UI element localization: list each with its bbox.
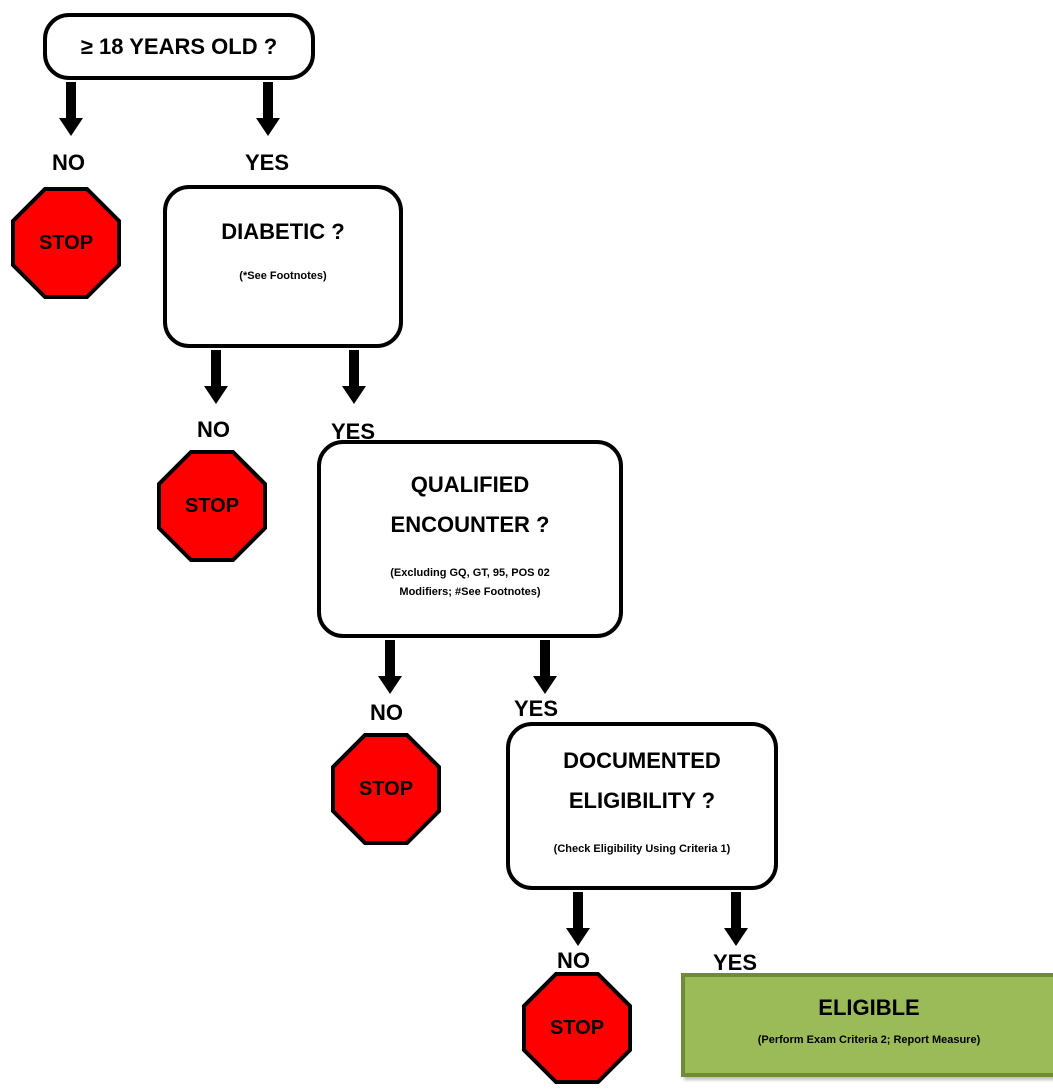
eligibility-no-label: NO	[557, 948, 590, 973]
eligibility-yes-arrow	[724, 892, 748, 948]
encounter-no-label: NO	[370, 700, 403, 725]
age-yes-arrow	[256, 82, 280, 138]
stop-sign-1: STOP	[11, 187, 121, 299]
eligible-result-box: ELIGIBLE (Perform Exam Criteria 2; Repor…	[681, 973, 1053, 1077]
eligibility-no-arrow	[566, 892, 590, 948]
eligibility-yes-label: YES	[713, 950, 758, 975]
age-yes-label: YES	[245, 150, 290, 175]
eligible-title: ELIGIBLE	[818, 995, 920, 1020]
eligible-note: (Perform Exam Criteria 2; Report Measure…	[757, 1034, 981, 1046]
age-no-arrow	[59, 82, 83, 138]
diabetic-yes-label: YES	[331, 419, 376, 444]
diabetic-question-title: DIABETIC ?	[221, 219, 345, 244]
age-question-box: ≥ 18 YEARS OLD ?	[43, 13, 315, 80]
encounter-question-box: QUALIFIED ENCOUNTER ? (Excluding GQ, GT,…	[317, 440, 623, 638]
stop-label: STOP	[358, 777, 414, 800]
encounter-title-line-1: QUALIFIED	[410, 472, 530, 497]
stop-sign-2: STOP	[157, 450, 267, 562]
age-question-title: ≥ 18 YEARS OLD ?	[80, 33, 278, 59]
encounter-note-line-2: Modifiers; #See Footnotes)	[399, 586, 541, 598]
diabetic-footnote-note: (*See Footnotes)	[239, 270, 327, 282]
eligibility-title-line-2: ELIGIBILITY ?	[568, 788, 716, 813]
encounter-yes-label: YES	[514, 696, 559, 721]
diabetic-no-label: NO	[197, 417, 230, 442]
diabetic-yes-arrow	[342, 350, 366, 406]
eligibility-question-box: DOCUMENTED ELIGIBILITY ? (Check Eligibil…	[506, 722, 778, 890]
stop-sign-3: STOP	[331, 733, 441, 845]
encounter-yes-arrow	[533, 640, 557, 696]
diabetic-question-box: DIABETIC ? (*See Footnotes)	[163, 185, 403, 348]
encounter-title-line-2: ENCOUNTER ?	[390, 512, 550, 537]
age-no-label: NO	[52, 150, 85, 175]
eligibility-note: (Check Eligibility Using Criteria 1)	[553, 843, 731, 855]
encounter-no-arrow	[378, 640, 402, 696]
stop-label: STOP	[549, 1016, 605, 1039]
stop-label: STOP	[184, 494, 240, 517]
encounter-note-line-1: (Excluding GQ, GT, 95, POS 02	[390, 567, 550, 579]
diabetic-no-arrow	[204, 350, 228, 406]
stop-label: STOP	[38, 231, 94, 254]
eligibility-title-line-1: DOCUMENTED	[563, 748, 721, 773]
stop-sign-4: STOP	[522, 972, 632, 1084]
